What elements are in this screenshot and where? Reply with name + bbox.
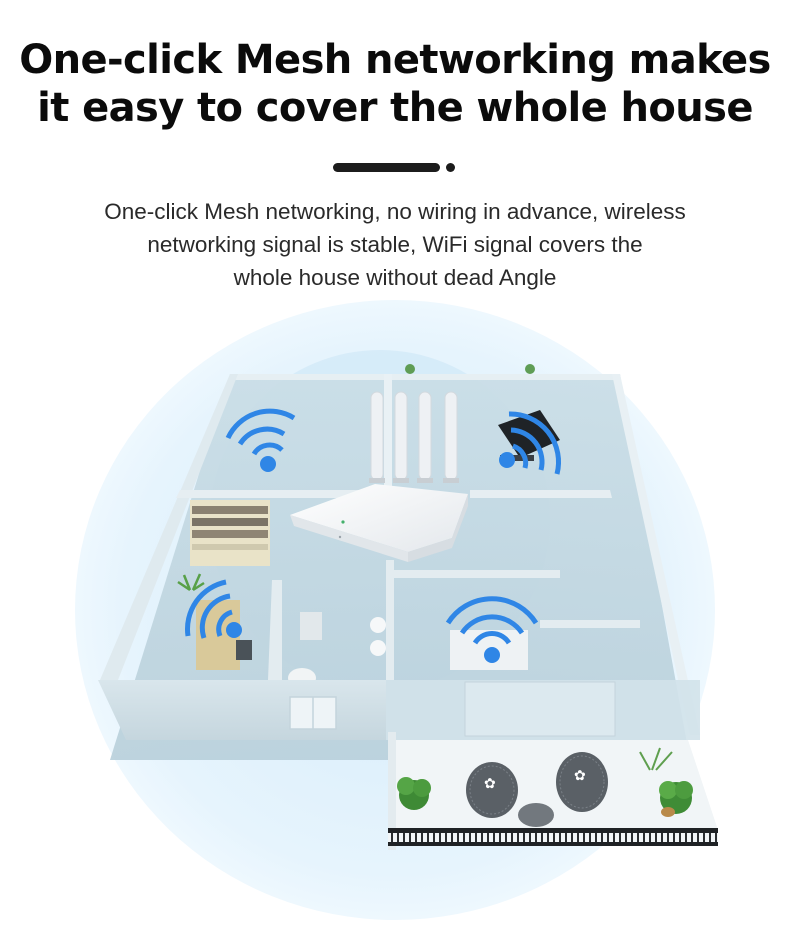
wifi-signal-icon [225, 408, 296, 472]
router-body-side [408, 494, 468, 562]
plant-balcony-corner [639, 747, 673, 771]
plant-roof-1 [405, 364, 415, 374]
sink-2 [370, 640, 386, 656]
plant-study [177, 573, 205, 592]
house-illustration-svg: ✿ ✿ [75, 300, 718, 920]
wifi-signal-icon [185, 579, 242, 639]
router-antennas [369, 391, 459, 483]
router-led [341, 520, 345, 524]
right-wall [612, 374, 700, 735]
balcony-chair-left [466, 762, 518, 818]
plant-balcony-left [397, 777, 431, 810]
router-body-front [290, 515, 408, 562]
plant-balcony-right [659, 781, 693, 817]
wall-top-middle [384, 374, 392, 492]
wall-bath-right [386, 560, 394, 680]
left-wall [100, 374, 238, 680]
plant-roof-2 [525, 364, 535, 374]
svg-text:✿: ✿ [484, 776, 496, 792]
wall-kitchen [394, 570, 560, 578]
router-body-top [290, 484, 468, 552]
subtitle: One-click Mesh networking, no wiring in … [30, 195, 760, 294]
subtitle-line-2: networking signal is stable, WiFi signal… [147, 232, 643, 257]
title-divider [333, 163, 463, 172]
subtitle-line-3: whole house without dead Angle [233, 265, 557, 290]
headline: One-click Mesh networking makes it easy … [0, 36, 790, 132]
desk-chair [236, 640, 252, 660]
washer [300, 612, 322, 640]
subtitle-line-1: One-click Mesh networking, no wiring in … [104, 199, 686, 224]
patio-door [464, 681, 616, 737]
wifi-signal-icon [499, 411, 562, 475]
mesh-router [290, 391, 468, 562]
balcony-table [518, 803, 554, 827]
wall-horizontal-right [470, 490, 612, 498]
bookshelf [190, 500, 270, 566]
divider-dot [446, 163, 455, 172]
divider-bar [333, 163, 440, 172]
router-reset-hole [338, 535, 342, 539]
sink-1 [370, 617, 386, 633]
house-floor [110, 374, 690, 760]
wall-horizontal-left [176, 490, 390, 498]
balcony-railing [388, 828, 718, 846]
headline-line-2: it easy to cover the whole house [37, 85, 753, 131]
wall-right-room [540, 620, 640, 628]
wall-bath-left [268, 580, 282, 680]
balcony-chair-right [556, 752, 608, 812]
front-wall-left [98, 680, 386, 740]
wifi-signal-icon [445, 596, 539, 663]
headline-line-1: One-click Mesh networking makes [19, 37, 771, 83]
house-mesh-illustration: ✿ ✿ [0, 290, 790, 950]
svg-text:✿: ✿ [574, 768, 586, 784]
balcony-side-wall [388, 732, 396, 850]
